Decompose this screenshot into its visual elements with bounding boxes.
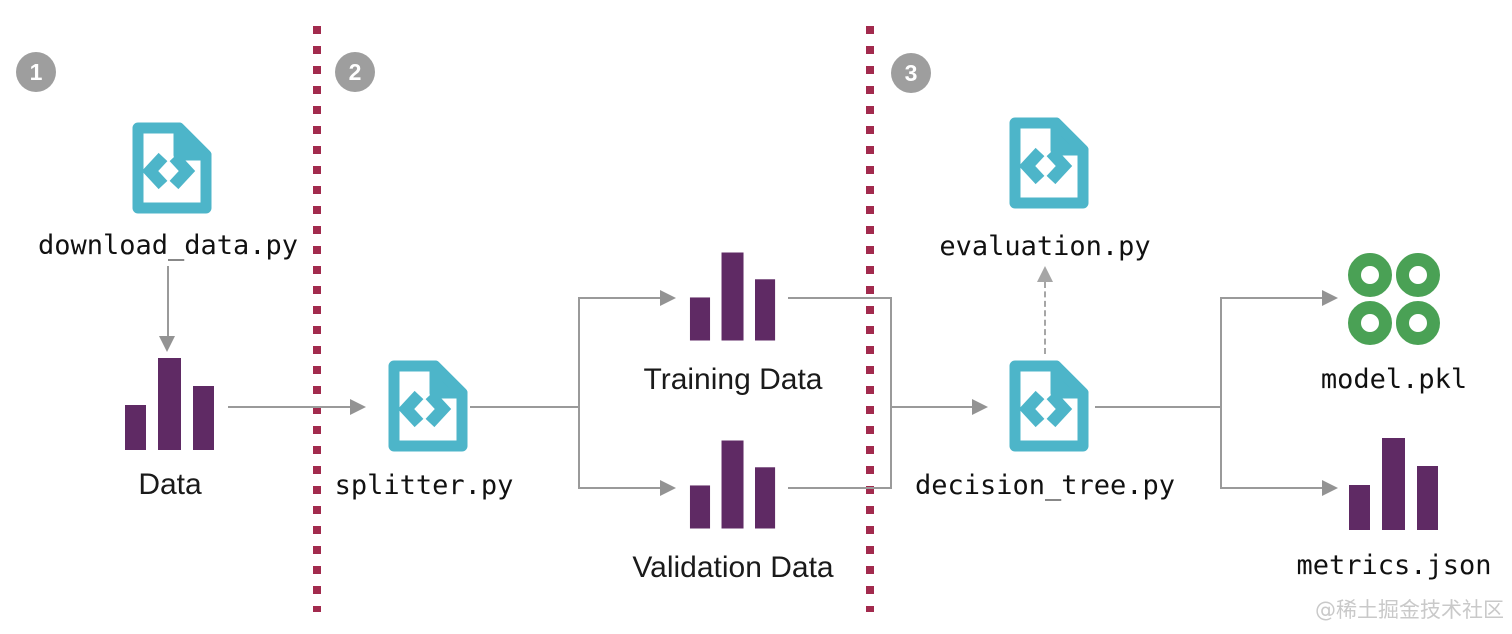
node-decision-tree-script: decision_tree.py — [905, 358, 1185, 501]
connector-training-to-merge — [788, 297, 892, 299]
code-file-icon — [1000, 115, 1090, 211]
arrowhead-right-icon — [1322, 290, 1338, 306]
node-download-script: download_data.py — [18, 120, 318, 261]
branch-split-line — [578, 297, 580, 489]
arrowhead-up-icon — [1037, 266, 1053, 282]
connector-branch-to-training — [578, 297, 660, 299]
bar-chart-icon — [124, 358, 216, 450]
node-model-file: model.pkl — [1264, 252, 1512, 395]
stage-separator-2 — [866, 26, 874, 612]
rings-icon — [1347, 252, 1441, 346]
output-split-line — [1220, 297, 1222, 489]
connector-merge-to-decision-tree — [890, 406, 972, 408]
bar-chart-icon — [689, 438, 777, 531]
connector-decision-tree-to-split — [1095, 406, 1222, 408]
bar-chart-icon — [1348, 438, 1440, 530]
stage-badge-2: 2 — [335, 52, 375, 92]
node-label: evaluation.py — [939, 231, 1151, 262]
connector-splitter-to-branch — [470, 406, 580, 408]
connector-split-to-model — [1220, 297, 1322, 299]
arrowhead-right-icon — [1322, 480, 1338, 496]
arrowhead-right-icon — [972, 399, 988, 415]
node-training-data: Training Data — [593, 250, 873, 397]
node-splitter-script: splitter.py — [289, 358, 559, 501]
node-validation-data: Validation Data — [593, 438, 873, 585]
connector-branch-to-validation — [578, 487, 660, 489]
connector-download-to-data — [167, 266, 169, 336]
connector-decision-tree-to-evaluation — [1044, 282, 1046, 354]
node-label: Data — [138, 468, 202, 501]
node-label: download_data.py — [37, 230, 299, 261]
arrowhead-down-icon — [159, 336, 175, 352]
node-label: splitter.py — [334, 470, 514, 501]
node-label: metrics.json — [1296, 550, 1492, 581]
node-label: Training Data — [643, 363, 823, 396]
arrowhead-right-icon — [350, 399, 366, 415]
node-label: model.pkl — [1320, 364, 1468, 395]
watermark: @稀土掘金技术社区 — [1315, 598, 1504, 622]
code-file-icon — [123, 120, 213, 216]
arrowhead-right-icon — [660, 290, 676, 306]
bar-chart-icon — [689, 250, 777, 343]
code-file-icon — [1000, 358, 1090, 454]
code-file-icon — [379, 358, 469, 454]
stage-separator-1 — [313, 26, 321, 612]
arrowhead-right-icon — [660, 480, 676, 496]
node-data: Data — [70, 358, 270, 502]
node-label: Validation Data — [632, 551, 834, 584]
branch-merge-line — [890, 297, 892, 489]
node-label: decision_tree.py — [914, 470, 1176, 501]
node-metrics-file: metrics.json — [1264, 438, 1512, 581]
stage-badge-3: 3 — [891, 53, 931, 93]
connector-validation-to-merge — [788, 487, 892, 489]
connector-data-to-splitter — [228, 406, 350, 408]
connector-split-to-metrics — [1220, 487, 1322, 489]
node-evaluation-script: evaluation.py — [905, 115, 1185, 262]
stage-badge-1: 1 — [16, 52, 56, 92]
